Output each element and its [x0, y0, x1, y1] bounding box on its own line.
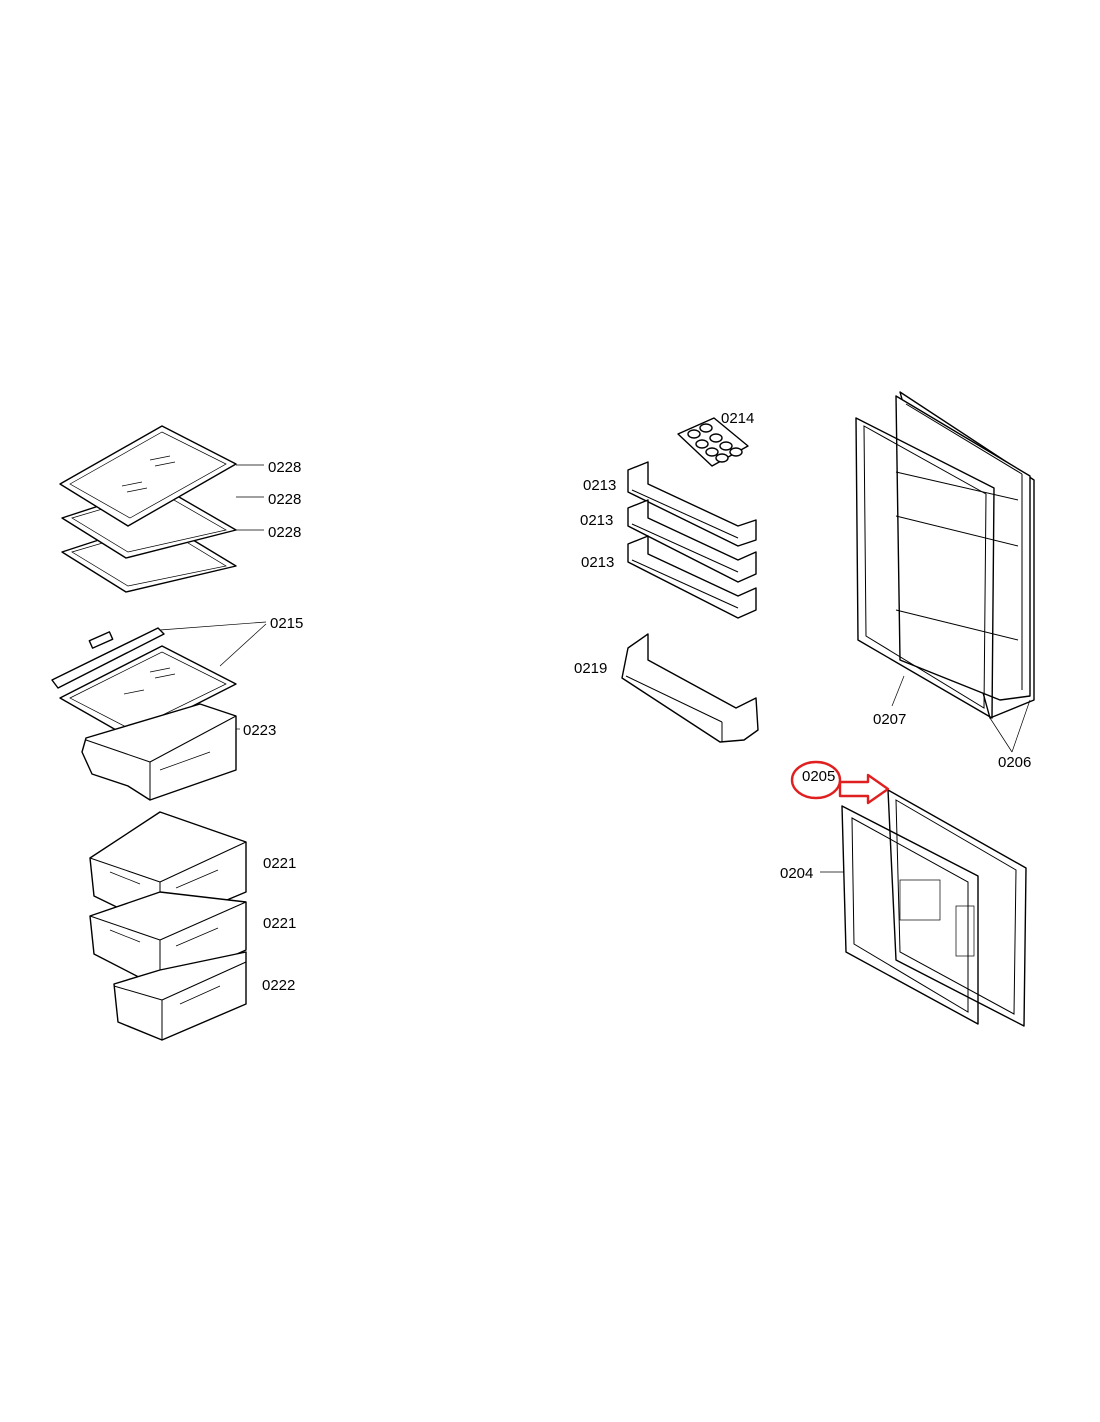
- label-drawer-2: 0221: [263, 915, 296, 932]
- highlight-circle: [790, 760, 842, 800]
- door-shelf-3: [627, 535, 757, 619]
- label-door-shelf-1: 0213: [583, 477, 616, 494]
- label-door-shelf-3: 0213: [581, 554, 614, 571]
- fridge-door-gasket: [855, 417, 1031, 753]
- fridge-door: [895, 391, 1035, 719]
- label-drawer-1: 0221: [263, 855, 296, 872]
- label-bottle-shelf: 0219: [574, 660, 607, 677]
- label-fridge-door-gasket: 0207: [873, 711, 906, 728]
- label-shelf-2: 0228: [268, 491, 301, 508]
- freezer-door-gasket: [820, 805, 979, 1025]
- label-egg-tray: 0214: [721, 410, 754, 427]
- label-shelf-with-cover: 0215: [270, 615, 303, 632]
- label-door-shelf-2: 0213: [580, 512, 613, 529]
- label-crisper-cover: 0223: [243, 722, 276, 739]
- label-fridge-door: 0206: [998, 754, 1031, 771]
- door-shelf-2: [627, 499, 757, 583]
- label-shelf-3: 0228: [268, 524, 301, 541]
- highlight-marker: [790, 760, 890, 805]
- freezer-door: [887, 789, 1027, 1027]
- crisper-cover: [81, 703, 240, 801]
- glass-shelf-1: [59, 425, 237, 527]
- egg-tray: [677, 417, 749, 467]
- door-shelf-1: [627, 461, 757, 547]
- label-freezer-door-gasket: 0204: [780, 865, 813, 882]
- shelf-leaders: [236, 464, 264, 531]
- label-freezer-door-part: 0205: [802, 768, 835, 785]
- label-shelf-1: 0228: [268, 459, 301, 476]
- bottle-shelf: [621, 633, 759, 743]
- drawer-3: [113, 951, 247, 1041]
- label-drawer-3: 0222: [262, 977, 295, 994]
- shelf-with-rail: [51, 621, 267, 739]
- highlight-arrow-icon: [838, 773, 890, 805]
